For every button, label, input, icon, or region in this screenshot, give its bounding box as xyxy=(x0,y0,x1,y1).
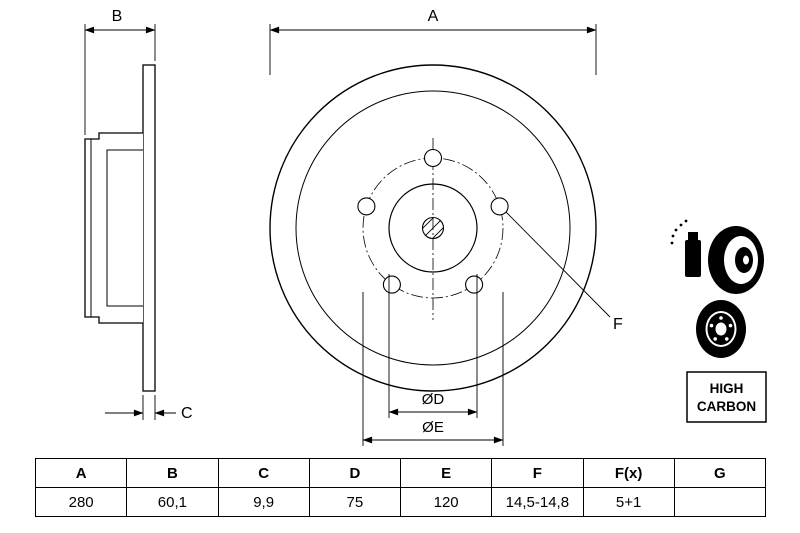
brake-disc-icon xyxy=(696,300,746,358)
dimension-c xyxy=(105,395,176,420)
col-header-e: E xyxy=(399,458,493,488)
dim-label-c: C xyxy=(181,405,193,422)
technical-drawing: B C xyxy=(84,8,767,446)
disc-plate-section xyxy=(142,64,156,392)
value-fx: 5+1 xyxy=(582,487,675,517)
col-header-f: F xyxy=(491,458,584,488)
spec-table-value-row: 280 60,1 9,9 75 120 14,5-14,8 5+1 xyxy=(34,487,767,517)
spray-can-icon xyxy=(670,219,701,277)
dimension-e xyxy=(362,292,504,446)
value-d: 75 xyxy=(308,487,402,517)
col-header-a: A xyxy=(34,458,128,488)
dim-label-b: B xyxy=(112,8,123,25)
col-header-fx: F(x) xyxy=(582,458,675,488)
front-view xyxy=(269,64,597,392)
disc-icon-bolt-holes xyxy=(709,316,733,341)
outer-diameter-circle xyxy=(269,64,597,392)
dim-label-d: ØD xyxy=(422,391,445,408)
high-carbon-line1: HIGH xyxy=(710,381,744,396)
dimension-a xyxy=(269,24,597,75)
dimension-d xyxy=(388,274,478,418)
f-leader-line xyxy=(505,211,611,318)
col-header-g: G xyxy=(673,458,767,488)
col-header-d: D xyxy=(308,458,402,488)
coated-disc-icon xyxy=(670,219,764,294)
value-c: 9,9 xyxy=(217,487,310,517)
value-g xyxy=(673,487,767,517)
bolt-hole xyxy=(357,197,376,216)
bolt-hole xyxy=(465,275,484,294)
bolt-hole xyxy=(490,197,509,216)
value-b: 60,1 xyxy=(126,487,219,517)
col-header-c: C xyxy=(217,458,310,488)
friction-band-circle xyxy=(295,90,571,366)
bolt-hole xyxy=(382,275,401,294)
dim-label-f: F xyxy=(613,316,623,333)
bolt-holes xyxy=(357,148,509,294)
dim-label-a: A xyxy=(428,8,439,25)
dimension-b xyxy=(84,24,156,135)
high-carbon-badge: HIGH CARBON xyxy=(686,371,767,423)
value-e: 120 xyxy=(399,487,493,517)
high-carbon-line2: CARBON xyxy=(697,399,756,414)
dim-label-e: ØE xyxy=(422,419,444,436)
side-view xyxy=(84,64,156,392)
bolt-hole xyxy=(423,148,443,168)
col-header-b: B xyxy=(126,458,219,488)
spec-table-header-row: A B C D E F F(x) G xyxy=(34,458,767,488)
value-a: 280 xyxy=(34,487,128,517)
value-f: 14,5-14,8 xyxy=(491,487,584,517)
spec-table: A B C D E F F(x) G 280 60,1 9,9 75 120 1… xyxy=(34,458,767,517)
hub-inner-wall xyxy=(106,149,143,307)
hub-bell-outline xyxy=(84,132,143,324)
